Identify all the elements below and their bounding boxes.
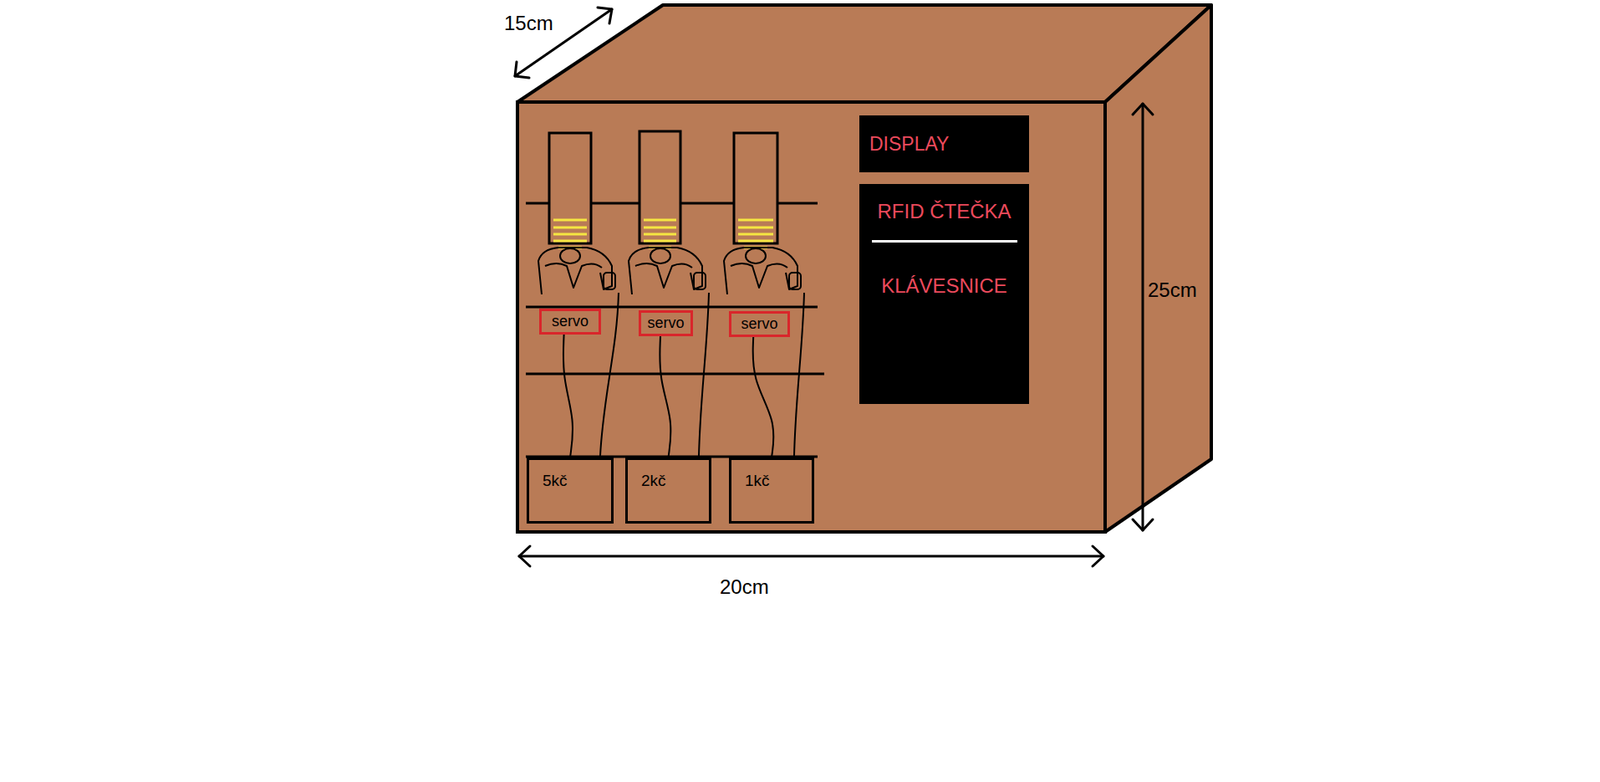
panel-label: KLÁVESNICE — [881, 273, 1008, 299]
box-side-face — [1105, 5, 1212, 532]
dimension-label: 25cm — [1147, 278, 1198, 302]
coin-bin: 5kč — [526, 457, 614, 524]
dimension-label: 20cm — [719, 575, 770, 599]
chute-line — [563, 334, 573, 458]
servo-label: servo — [551, 312, 589, 331]
chute-line — [659, 336, 671, 458]
panel-label: DISPLAY — [869, 132, 949, 156]
shelf-lines — [525, 203, 825, 457]
coin-value: 5kč — [542, 471, 605, 490]
dispenser-mechanism — [538, 247, 801, 295]
dimension-label: 15cm — [504, 11, 554, 36]
separator-line — [871, 239, 1018, 243]
box-front-face — [517, 101, 1106, 532]
servo-box: servo — [728, 310, 790, 337]
coin-bin: 2kč — [625, 457, 712, 524]
coin-value: 2kč — [641, 471, 703, 490]
servo-box: servo — [539, 308, 602, 335]
box-top-face — [517, 5, 1212, 102]
servo-label: servo — [740, 315, 778, 333]
display-panel: DISPLAY — [859, 115, 1030, 173]
coin-bin: 1kč — [728, 457, 815, 524]
coin-stack — [553, 219, 774, 248]
panel-label: RFID ČTEČKA — [876, 198, 1011, 225]
rfid-keypad-panel: RFID ČTEČKA KLÁVESNICE — [859, 183, 1030, 404]
coin-tubes — [549, 131, 778, 244]
servo-label: servo — [647, 314, 684, 332]
coin-value: 1kč — [744, 471, 806, 490]
chute-line — [753, 336, 775, 458]
servo-box: servo — [638, 310, 693, 337]
dimension-arrows — [514, 7, 1153, 566]
